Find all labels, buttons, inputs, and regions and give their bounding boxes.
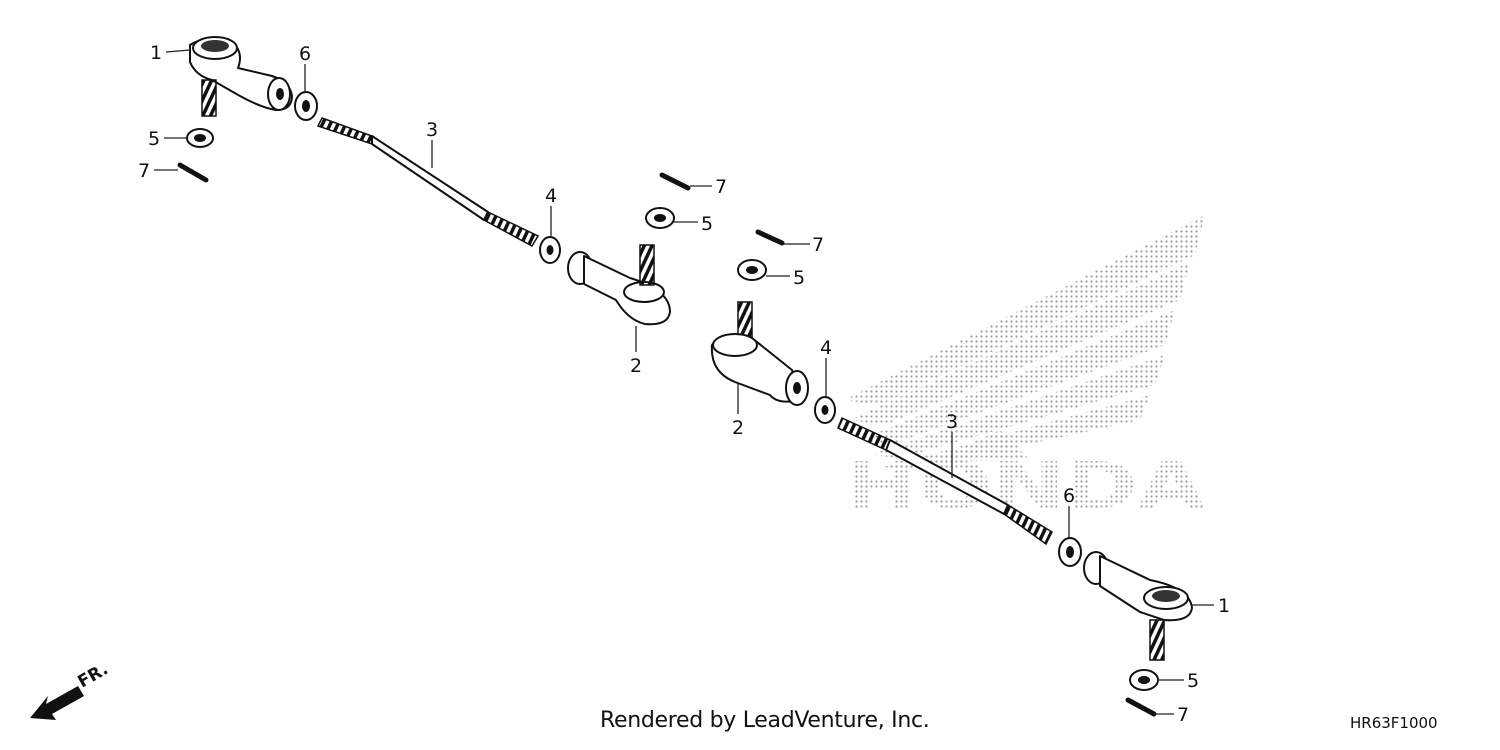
callout-5-top-left: 5 (148, 128, 160, 150)
callout-4-left: 4 (545, 185, 557, 207)
callout-5-bottom-right: 5 (1187, 670, 1199, 692)
honda-wing-logo: HONDA (845, 215, 1206, 524)
honda-logo-text: HONDA (845, 450, 1206, 524)
callout-6-left: 6 (299, 43, 311, 65)
lock-nut-center-left (539, 236, 561, 264)
castle-nut-center-top (645, 207, 675, 229)
callout-3-right: 3 (946, 411, 958, 433)
callout-1-top-left: 1 (150, 42, 162, 64)
callout-2-right: 2 (732, 417, 744, 439)
callout-4-right: 4 (820, 337, 832, 359)
tie-rod-left (316, 117, 540, 248)
callout-7-top-left: 7 (138, 160, 150, 182)
callout-5-center-top: 5 (701, 213, 713, 235)
callout-5-center-right: 5 (793, 267, 805, 289)
washer-right (1058, 537, 1082, 567)
front-direction-arrow-icon: FR. (30, 659, 112, 720)
diagram-code: HR63F1000 (1350, 714, 1438, 732)
callout-1-bottom-right: 1 (1218, 595, 1230, 617)
callout-7-center-top: 7 (715, 176, 727, 198)
leader-lines (154, 49, 1214, 715)
lock-nut-center-right (814, 396, 836, 424)
tie-rod-end-outer-right (1083, 551, 1193, 661)
tie-rod-right (837, 416, 1053, 546)
callout-3-left: 3 (426, 119, 438, 141)
castle-nut-left (186, 128, 214, 148)
callout-6-right: 6 (1063, 485, 1075, 507)
callout-2-left: 2 (630, 355, 642, 377)
callout-7-bottom-right: 7 (1177, 704, 1189, 726)
callouts: 1 6 5 7 3 4 7 5 2 7 5 4 2 3 6 1 5 7 (138, 42, 1230, 726)
tie-rod-end-outer-left (189, 36, 293, 117)
tie-rod-end-inner-right (710, 301, 809, 406)
cotter-pin-center-right (755, 229, 785, 246)
castle-nut-center-right (737, 259, 767, 281)
cotter-pin-bottom-right (1125, 697, 1157, 717)
cotter-pin-center-top (659, 172, 691, 191)
cotter-pin-left (177, 162, 209, 183)
front-direction-label: FR. (75, 659, 112, 692)
washer-left (294, 91, 318, 121)
callout-7-center-right: 7 (812, 234, 824, 256)
tie-rod-end-inner-left (567, 244, 671, 326)
render-credit: Rendered by LeadVenture, Inc. (600, 708, 930, 733)
castle-nut-bottom-right (1129, 669, 1159, 691)
